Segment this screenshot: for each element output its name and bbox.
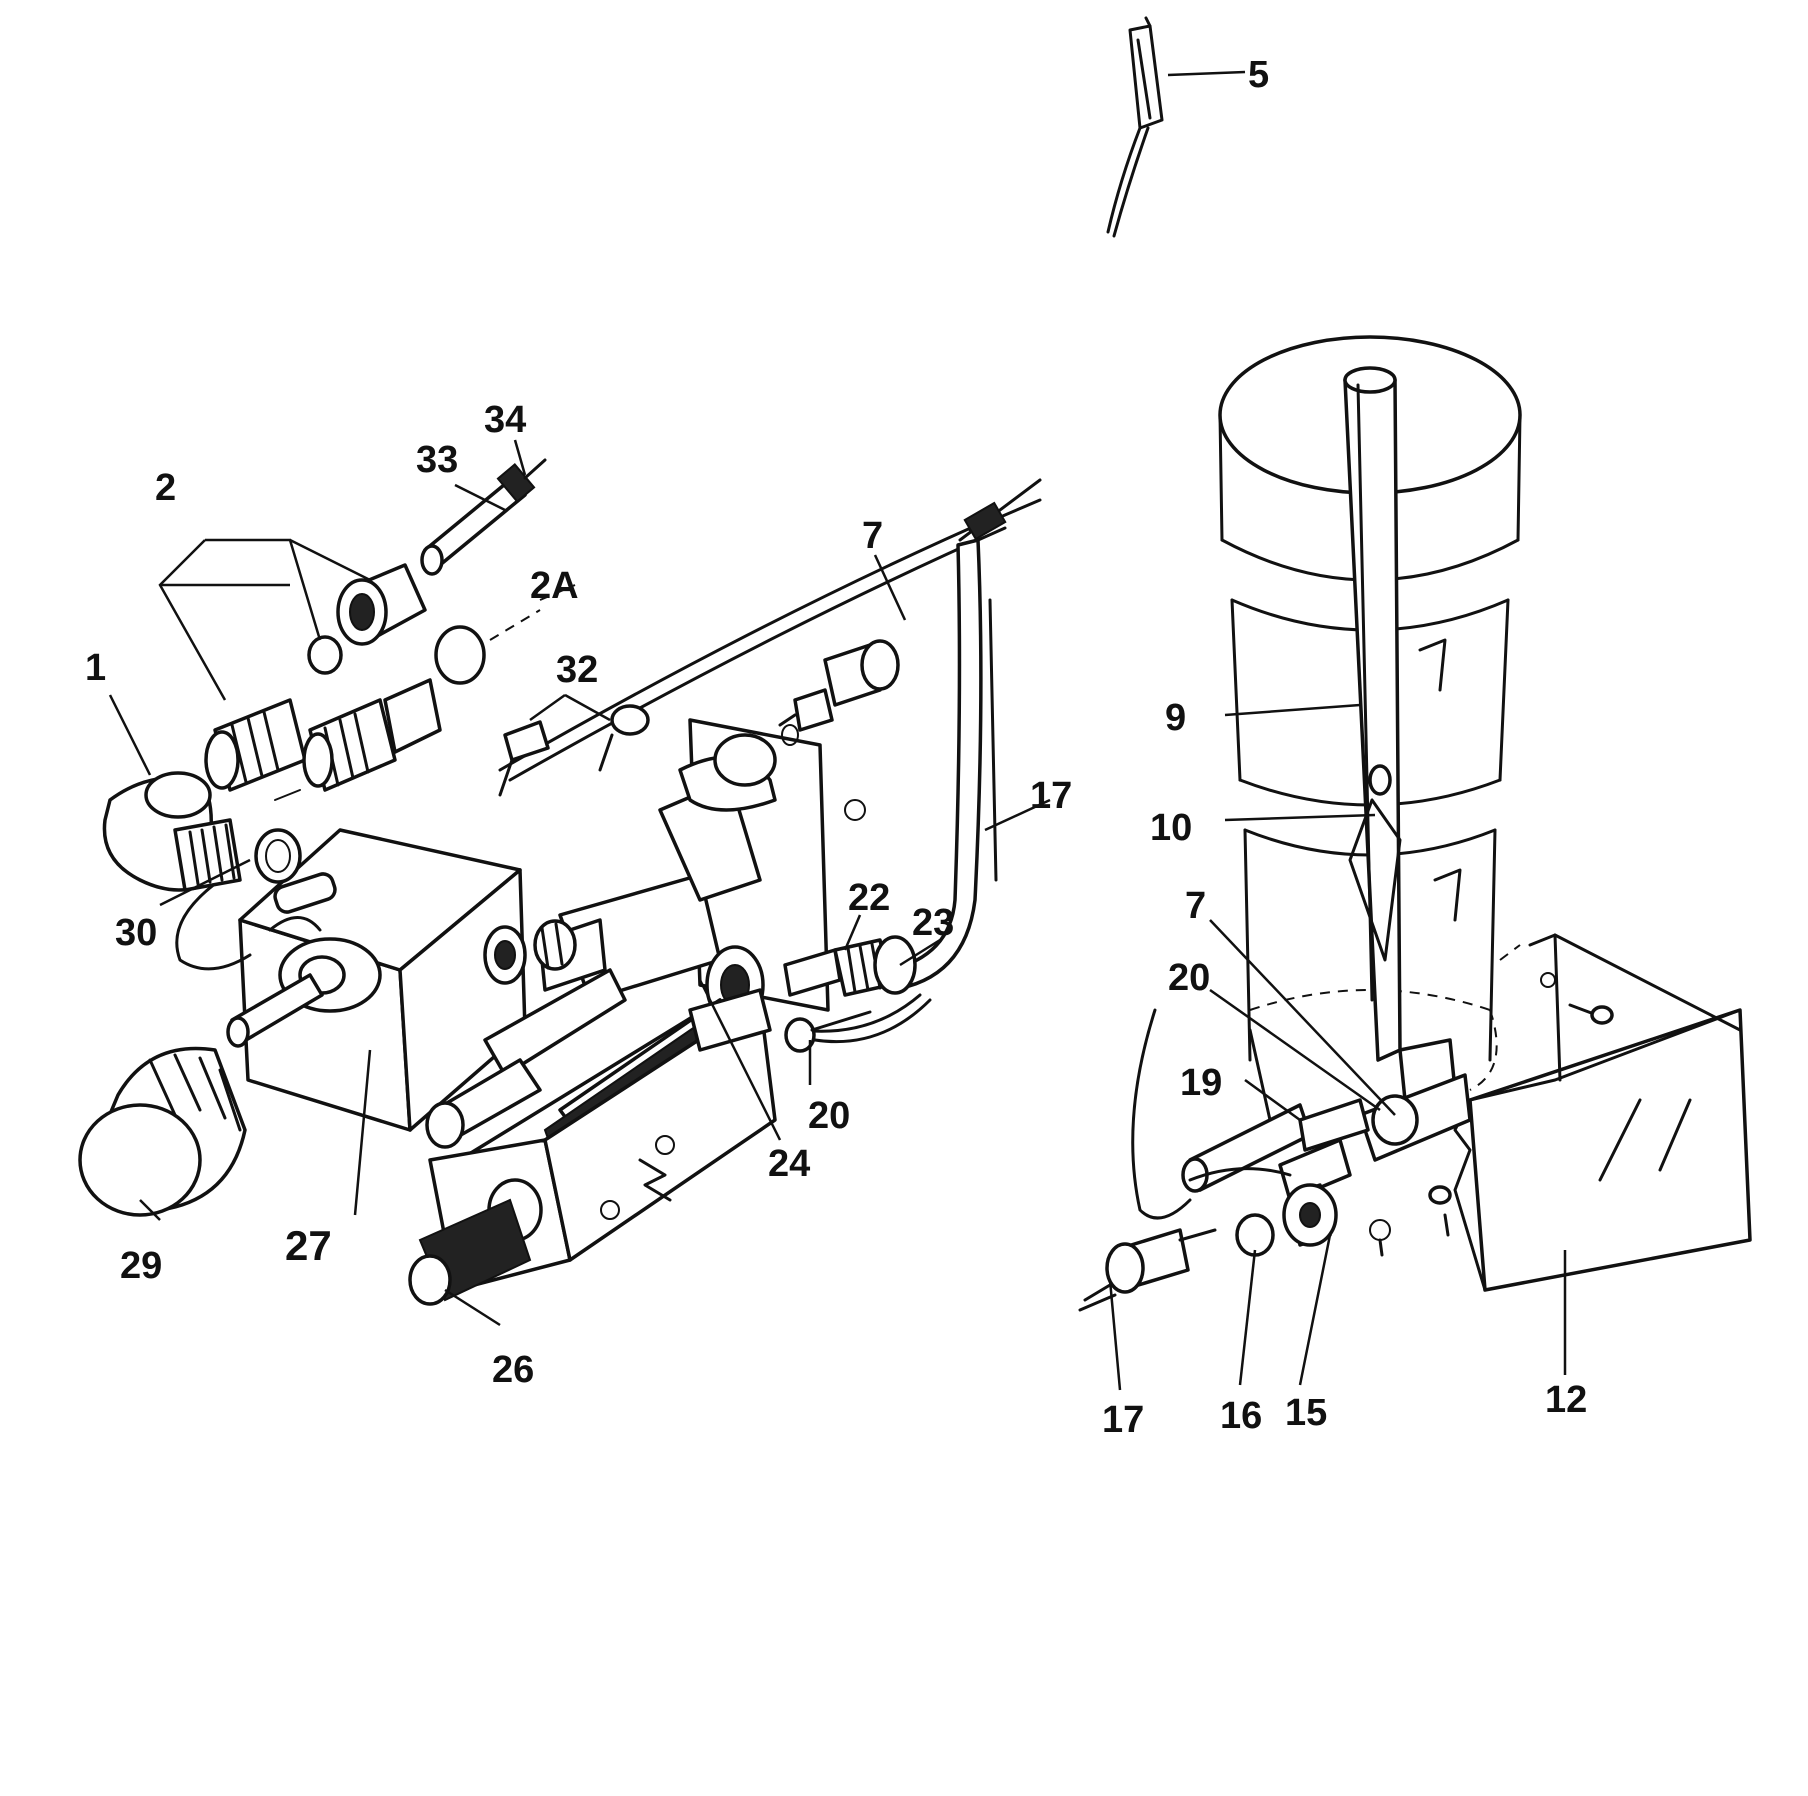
callout-17-upper: 17 <box>1030 775 1072 817</box>
elbow-1 <box>102 771 302 892</box>
callout-30: 30 <box>115 912 157 954</box>
callout-2A: 2A <box>530 565 579 607</box>
part-5-probe <box>1106 16 1164 238</box>
jacket-12 <box>1453 933 1752 1292</box>
manifold-24 <box>425 733 777 1149</box>
callout-24: 24 <box>768 1143 810 1185</box>
callout-1: 1 <box>85 647 106 689</box>
callout-2: 2 <box>155 467 176 509</box>
fitting-22-23 <box>783 935 932 1044</box>
knob-29 <box>78 1046 247 1217</box>
callout-12: 12 <box>1545 1379 1587 1421</box>
callout-33: 33 <box>416 439 458 481</box>
callout-23: 23 <box>912 902 954 944</box>
callout-22: 22 <box>848 877 890 919</box>
pilot-assembly <box>1078 1008 1472 1312</box>
screws-32 <box>498 704 650 797</box>
gas-control-assembly <box>78 458 1042 1306</box>
callout-26: 26 <box>492 1349 534 1391</box>
fitting-2A <box>274 609 541 801</box>
callout-labels: 5 34 33 2 2A 1 32 7 17 30 22 23 20 24 27… <box>85 54 1587 1441</box>
callout-34: 34 <box>484 399 526 441</box>
fitting-2 <box>204 563 427 792</box>
callout-7-right: 7 <box>1185 885 1206 927</box>
callout-27: 27 <box>285 1222 332 1269</box>
wire-7 <box>498 513 1002 772</box>
water-heater-tank <box>1078 335 1752 1312</box>
callout-19: 19 <box>1180 1062 1222 1104</box>
callout-32: 32 <box>556 649 598 691</box>
callout-15: 15 <box>1285 1392 1327 1434</box>
callout-16: 16 <box>1220 1395 1262 1437</box>
callout-17-lower: 17 <box>1102 1399 1144 1441</box>
callout-10: 10 <box>1150 807 1192 849</box>
callout-20-left: 20 <box>808 1095 850 1137</box>
callout-29: 29 <box>120 1245 162 1287</box>
callout-9: 9 <box>1165 697 1186 739</box>
leader-lines <box>108 70 1567 1391</box>
callout-20-right: 20 <box>1168 957 1210 999</box>
callout-7-left: 7 <box>862 515 883 557</box>
callout-5: 5 <box>1248 54 1269 96</box>
